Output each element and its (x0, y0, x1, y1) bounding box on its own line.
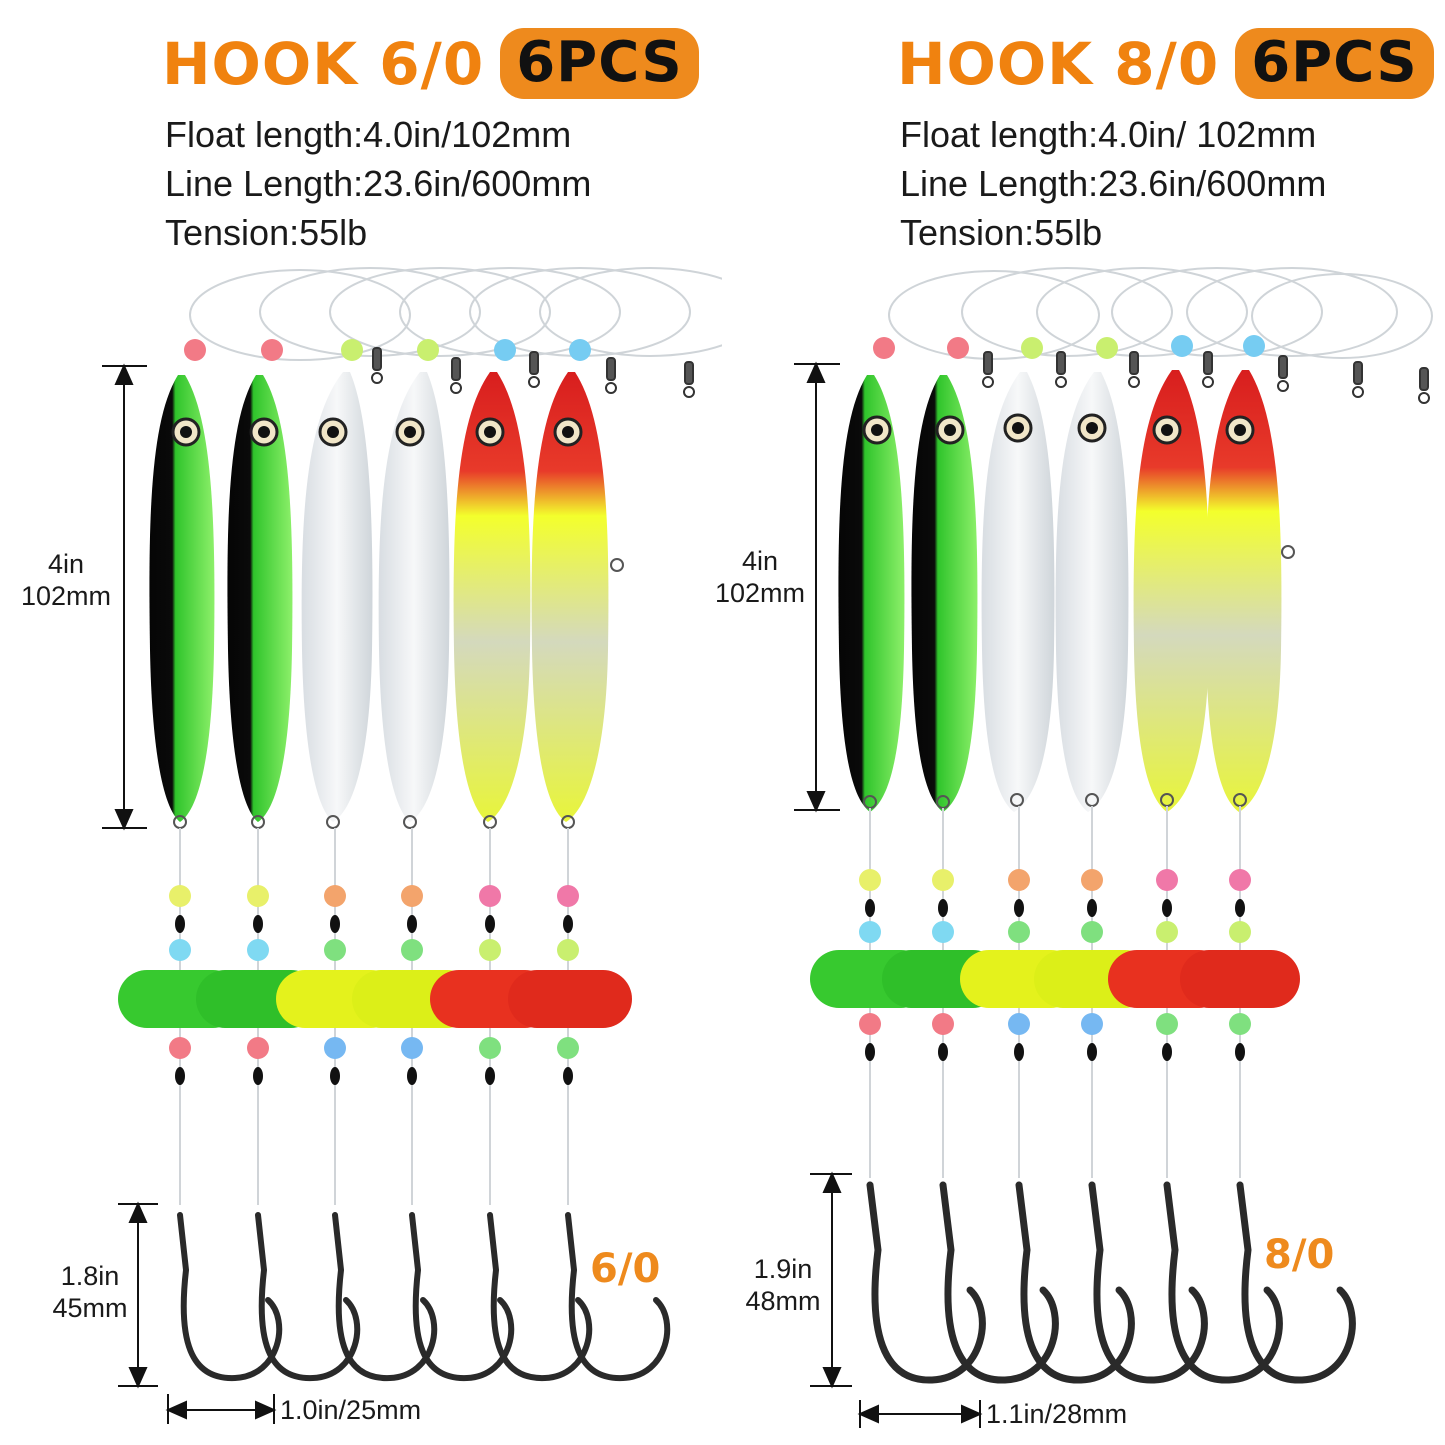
foam-floats (118, 970, 632, 1028)
spec-float-length: Float length:4.0in/102mm (165, 114, 572, 155)
bead-stacks (169, 885, 579, 1085)
dimension-arrows (794, 361, 983, 1428)
spec-line-length: Line Length:23.6in/600mm (165, 163, 592, 204)
swivel-icons (982, 351, 1430, 404)
circle-hooks (866, 1181, 1356, 1384)
hook-width-label: 1.1in/28mm (986, 1399, 1128, 1429)
product-title: HOOK 6/0 6PCS (162, 28, 699, 99)
spec-tension: Tension:55lb (900, 212, 1103, 253)
hook-dimension-label: 1.9in 48mm (745, 1254, 821, 1316)
float-dimension-label: 4in 102mm (20, 549, 112, 611)
hook-label: HOOK 8/0 (897, 29, 1220, 98)
float-lures (149, 372, 624, 829)
lure-illustration (794, 267, 1433, 1428)
top-beads (184, 339, 591, 361)
hook-size-tag: 6/0 (590, 1246, 661, 1292)
spec-list: Float length:4.0in/ 102mm Line Length:23… (900, 110, 1326, 257)
spec-line-length: Line Length:23.6in/600mm (900, 163, 1327, 204)
panel-hook-8-0: HOOK 8/0 6PCS Float length:4.0in/ 102mm … (715, 0, 1444, 1445)
float-dimension-label: 4in 102mm (714, 546, 806, 608)
foam-floats (810, 950, 1300, 1008)
lure-illustration (102, 267, 722, 1424)
hook-width-label: 1.0in/25mm (280, 1395, 422, 1425)
product-title: HOOK 8/0 6PCS (897, 28, 1434, 99)
swivel-icons (371, 347, 695, 398)
spec-list: Float length:4.0in/102mm Line Length:23.… (165, 110, 591, 257)
dimension-arrows (102, 363, 277, 1424)
bead-stacks (859, 869, 1251, 1061)
panel-hook-6-0: HOOK 6/0 6PCS Float length:4.0in/102mm L… (0, 0, 722, 1445)
hook-dimension-label: 1.8in 45mm (52, 1261, 128, 1323)
top-beads (873, 335, 1265, 359)
spec-tension: Tension:55lb (165, 212, 368, 253)
spec-float-length: Float length:4.0in/ 102mm (900, 114, 1317, 155)
circle-hooks (177, 1212, 671, 1382)
pcs-badge: 6PCS (500, 28, 699, 99)
hook-label: HOOK 6/0 (162, 29, 485, 98)
hook-size-tag: 8/0 (1264, 1232, 1335, 1278)
pcs-badge: 6PCS (1235, 28, 1434, 99)
leader-line-loops (888, 267, 1433, 360)
float-lures (838, 370, 1295, 812)
